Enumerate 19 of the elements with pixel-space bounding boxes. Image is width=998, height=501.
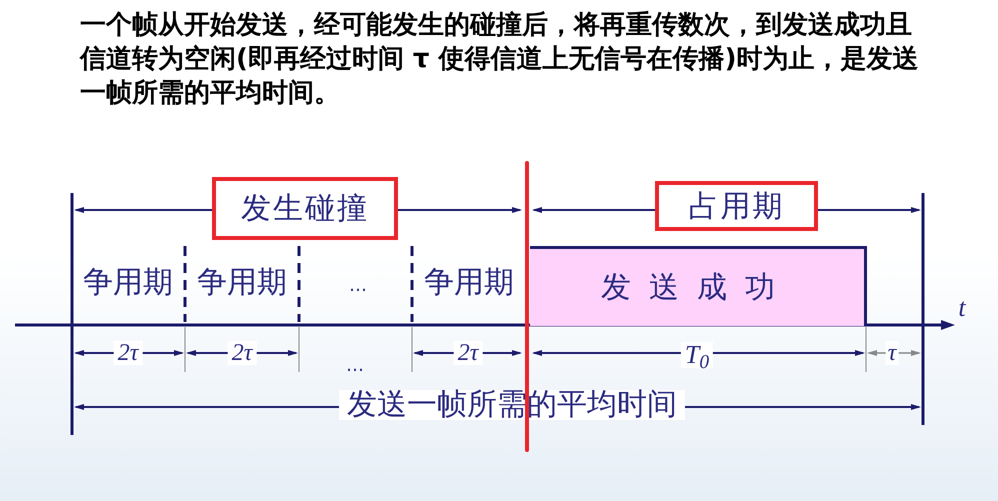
axis-label: t: [958, 295, 966, 321]
highlight-box: [655, 181, 818, 231]
period-label: 争用期: [424, 268, 514, 298]
period-label: 争用期: [197, 268, 287, 298]
transmission-bar: [530, 246, 867, 326]
duration-label: 2τ: [228, 341, 256, 365]
period-label: 争用期: [83, 268, 173, 298]
box-label: 占用期: [688, 188, 784, 226]
total-time-label: 发送一帧所需的平均时间: [339, 390, 685, 420]
duration-label: T$_{0}$: [680, 342, 714, 368]
description-text: 一个帧从开始发送，经可能发生的碰撞后，将再重传数次，到发送成功且信道转为空闲(即再经过时间 τ 使得信道上无信号在传播)时为止，是发送一帧所需的平均时间。: [80, 9, 920, 110]
duration-label: 2τ: [454, 341, 482, 365]
box-label: 发生碰撞: [241, 190, 369, 228]
ellipsis: …: [349, 277, 367, 295]
ellipsis: …: [346, 357, 364, 375]
highlight-box: [212, 177, 398, 240]
duration-label: 2τ: [114, 341, 142, 365]
box-label: 发送成功: [601, 269, 793, 307]
duration-label: τ: [886, 341, 898, 365]
